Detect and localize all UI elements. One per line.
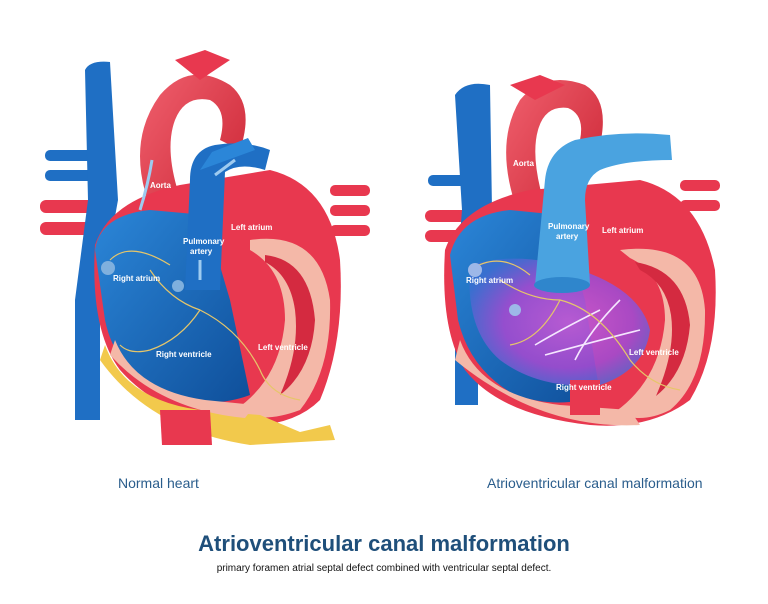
label-right-atrium-2: Right atrium xyxy=(466,276,513,285)
epicardial-fat xyxy=(100,345,335,445)
label-right-ventricle-2: Right ventricle xyxy=(556,383,612,392)
blood-flow-arrows-2 xyxy=(534,299,641,361)
label-pulmonary-artery-2a: Pulmonary xyxy=(548,222,590,231)
label-pulmonary-artery-2: artery xyxy=(190,247,213,256)
label-left-atrium: Left atrium xyxy=(231,223,272,232)
left-ventricle-wall-2 xyxy=(615,248,706,419)
label-left-ventricle-2: Left ventricle xyxy=(629,348,679,357)
label-right-ventricle: Right ventricle xyxy=(156,350,212,359)
normal-heart: Aorta Pulmonary artery Left atrium Right… xyxy=(40,50,370,445)
page-title: Atrioventricular canal malformation xyxy=(198,531,570,556)
pulmonary-artery-2 xyxy=(535,133,672,285)
blood-flow-arrows xyxy=(138,158,236,280)
label-right-atrium: Right atrium xyxy=(113,274,160,283)
av-node-2 xyxy=(509,304,521,316)
pulmonary-artery xyxy=(185,143,270,290)
label-aorta: Aorta xyxy=(150,181,171,190)
left-ventricle-wall xyxy=(235,238,331,418)
page-subtitle: primary foramen atrial septal defect com… xyxy=(216,563,552,574)
superior-vena-cava xyxy=(75,61,118,421)
inferior-vena-cava xyxy=(160,410,212,445)
label-left-atrium-2: Left atrium xyxy=(602,226,643,235)
caption-normal-heart: Normal heart xyxy=(118,475,199,491)
conduction-system xyxy=(109,250,301,401)
caption-malformation: Atrioventricular canal malformation xyxy=(487,475,703,491)
av-node xyxy=(172,280,184,292)
aorta-branch-2 xyxy=(510,75,565,100)
myocardium-2 xyxy=(455,340,640,426)
label-pulmonary-artery-2b: artery xyxy=(556,232,579,241)
malformed-heart: Aorta Pulmonary artery Left atrium Right… xyxy=(425,75,720,426)
septal-defect-mixing xyxy=(469,258,650,386)
label-aorta-2: Aorta xyxy=(513,159,534,168)
aorta-branch xyxy=(175,50,230,80)
pulmonary-valve-2 xyxy=(534,277,590,293)
label-left-ventricle: Left ventricle xyxy=(258,343,308,352)
sa-node xyxy=(101,261,115,275)
label-pulmonary-artery-1: Pulmonary xyxy=(183,237,225,246)
sa-node-2 xyxy=(468,263,482,277)
inferior-vena-cava-2 xyxy=(570,380,600,415)
